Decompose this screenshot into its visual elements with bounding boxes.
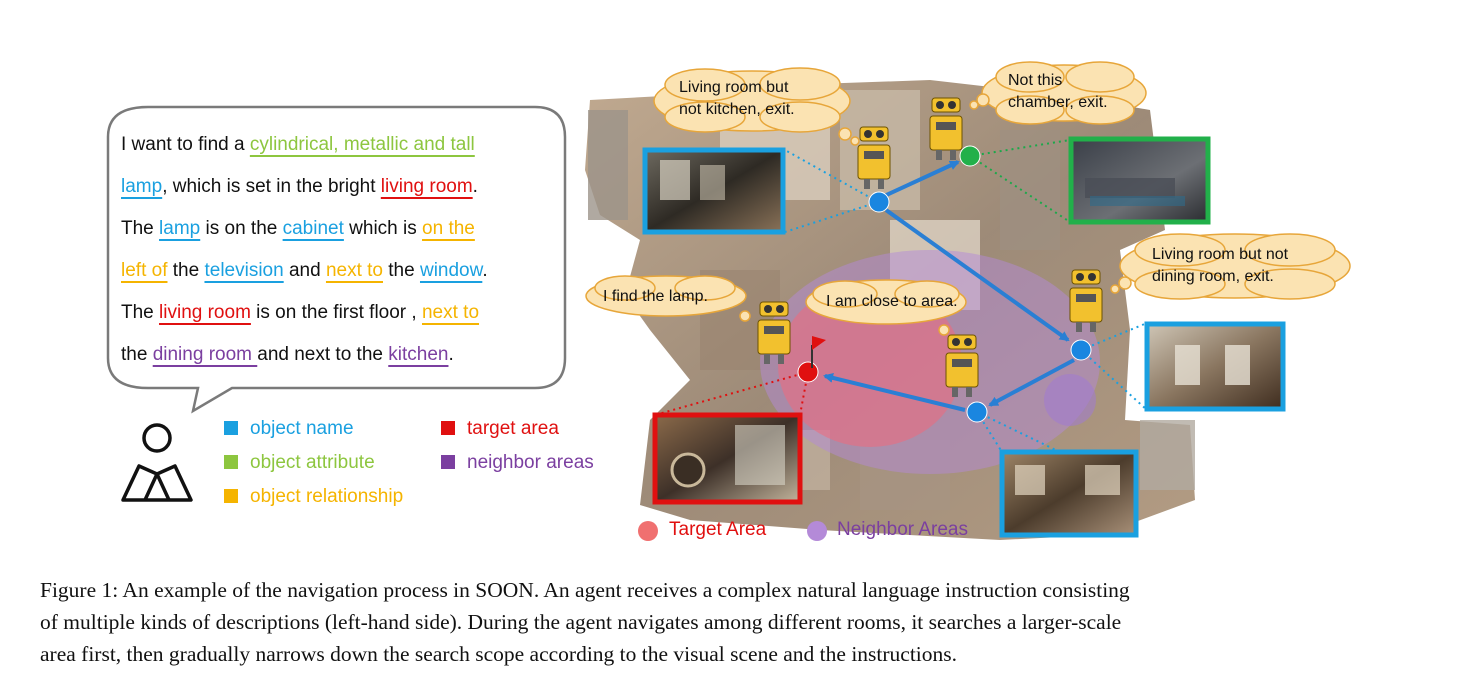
photo-dining xyxy=(1144,321,1286,412)
thought-line: Not this xyxy=(1008,72,1063,89)
legend-label: object relationship xyxy=(250,486,404,507)
legend-swatch xyxy=(441,421,455,435)
neighbor-areas-legend-dot xyxy=(807,521,827,541)
photo-kitchen xyxy=(642,147,786,235)
photo-living xyxy=(999,449,1139,538)
thought-cloud-close xyxy=(805,279,967,336)
thought-cloud-find xyxy=(585,275,751,322)
instruction-fragment: The xyxy=(121,302,160,323)
neighbor-area-text: dining room xyxy=(152,344,258,365)
caption-line: Figure 1: An example of the navigation p… xyxy=(40,578,1130,602)
target-area-region xyxy=(778,283,962,447)
object-name-text: cabinet xyxy=(282,218,344,239)
target-area-text: living room xyxy=(380,176,473,197)
instruction-fragment: . xyxy=(448,344,454,365)
instruction-line: The lamp is on the cabinet which is on t… xyxy=(121,208,571,250)
thought-text-find: I find the lamp. xyxy=(603,288,708,305)
thought-line: not kitchen, exit. xyxy=(679,101,795,118)
thought-cloud-kitchen xyxy=(653,67,860,146)
legend-label: object name xyxy=(250,418,354,439)
legend-swatch xyxy=(224,489,238,503)
instruction-fragment: the xyxy=(167,260,205,281)
person-icon xyxy=(121,423,193,502)
instruction-bubble xyxy=(106,105,567,414)
figure: I want to find a cylindrical, metallic a… xyxy=(106,61,1351,541)
robot-icon-target xyxy=(757,301,791,364)
instruction-line: the dining room and next to the kitchen. xyxy=(121,334,571,376)
photo-target xyxy=(652,412,803,505)
target-area-text: living room xyxy=(159,302,251,323)
instruction-fragment: . xyxy=(482,260,488,281)
node-dining xyxy=(1070,339,1092,361)
instruction-fragment: The xyxy=(121,218,160,239)
object-name-text: lamp xyxy=(121,176,163,197)
node-kitchen xyxy=(868,191,890,213)
thought-text-chamber: Not this chamber, exit. xyxy=(1008,70,1108,114)
object-name-text: television xyxy=(204,260,284,281)
instruction-fragment: which is xyxy=(343,218,423,239)
thought-cloud-chamber xyxy=(969,61,1147,125)
object-relationship-text: next to xyxy=(421,302,480,323)
legend-object-relationship: object relationship xyxy=(224,486,403,508)
legend-swatch xyxy=(441,455,455,469)
figure-graphics xyxy=(106,61,1351,541)
legend-object-name: object name xyxy=(224,418,354,440)
legend-object-attribute: object attribute xyxy=(224,452,375,474)
thought-line: Living room but xyxy=(679,79,789,96)
legend-neighbor-areas: neighbor areas xyxy=(441,452,594,474)
figure-caption: Figure 1: An example of the navigation p… xyxy=(40,574,1445,670)
target-area-legend-dot xyxy=(638,521,658,541)
node-chamber xyxy=(959,145,981,167)
thought-text-close: I am close to area. xyxy=(826,293,958,310)
instruction-text: I want to find a cylindrical, metallic a… xyxy=(121,124,571,376)
legend-label: object attribute xyxy=(250,452,375,473)
caption-line: of multiple kinds of descriptions (left-… xyxy=(40,610,1122,634)
object-attribute-text: cylindrical, metallic and tall xyxy=(249,134,475,155)
object-name-text: lamp xyxy=(159,218,201,239)
object-name-text: window xyxy=(419,260,483,281)
instruction-line: left of the television and next to the w… xyxy=(121,250,571,292)
object-relationship-text: on the xyxy=(422,218,475,239)
thought-line: chamber, exit. xyxy=(1008,94,1108,111)
target-flag-icon xyxy=(811,336,826,368)
thought-line: Living room but not xyxy=(1152,246,1289,263)
instruction-fragment: the xyxy=(121,344,153,365)
robot-icon-chamber xyxy=(929,97,963,160)
robot-icon-dining xyxy=(1069,269,1103,332)
neighbor-area-dark-spot xyxy=(1044,374,1096,426)
instruction-fragment: . xyxy=(472,176,478,197)
instruction-fragment: , which is set in the bright xyxy=(162,176,381,197)
node-target xyxy=(797,361,819,383)
instruction-fragment: I want to find a xyxy=(121,134,250,155)
map-legend-neighbor-label: Neighbor Areas xyxy=(837,519,968,540)
neighbor-area-text: kitchen xyxy=(388,344,449,365)
caption-line: area first, then gradually narrows down … xyxy=(40,642,958,666)
thought-text-dining: Living room but not dining room, exit. xyxy=(1152,244,1288,288)
navigation-path xyxy=(823,160,1075,412)
instruction-line: lamp, which is set in the bright living … xyxy=(121,166,571,208)
instruction-fragment: and next to the xyxy=(257,344,389,365)
node-living xyxy=(966,401,988,423)
instruction-fragment: and xyxy=(283,260,326,281)
legend-swatch xyxy=(224,455,238,469)
legend-label: neighbor areas xyxy=(467,452,594,473)
thought-text-kitchen: Living room but not kitchen, exit. xyxy=(679,77,795,121)
instruction-fragment: is on the xyxy=(200,218,283,239)
legend-label: target area xyxy=(467,418,559,439)
thought-cloud-dining xyxy=(1110,233,1351,300)
photo-chamber xyxy=(1068,136,1211,225)
instruction-fragment: the xyxy=(383,260,420,281)
instruction-line: The living room is on the first floor , … xyxy=(121,292,571,334)
instruction-fragment: is on the first floor , xyxy=(250,302,422,323)
instruction-line: I want to find a cylindrical, metallic a… xyxy=(121,124,571,166)
object-relationship-text: next to xyxy=(325,260,383,281)
object-relationship-text: left of xyxy=(121,260,168,281)
map-legend-target-label: Target Area xyxy=(669,519,767,540)
legend-swatch xyxy=(224,421,238,435)
robot-icon-living xyxy=(945,334,979,397)
robot-icon-kitchen xyxy=(857,126,891,189)
thought-line: dining room, exit. xyxy=(1152,268,1274,285)
legend-target-area: target area xyxy=(441,418,559,440)
